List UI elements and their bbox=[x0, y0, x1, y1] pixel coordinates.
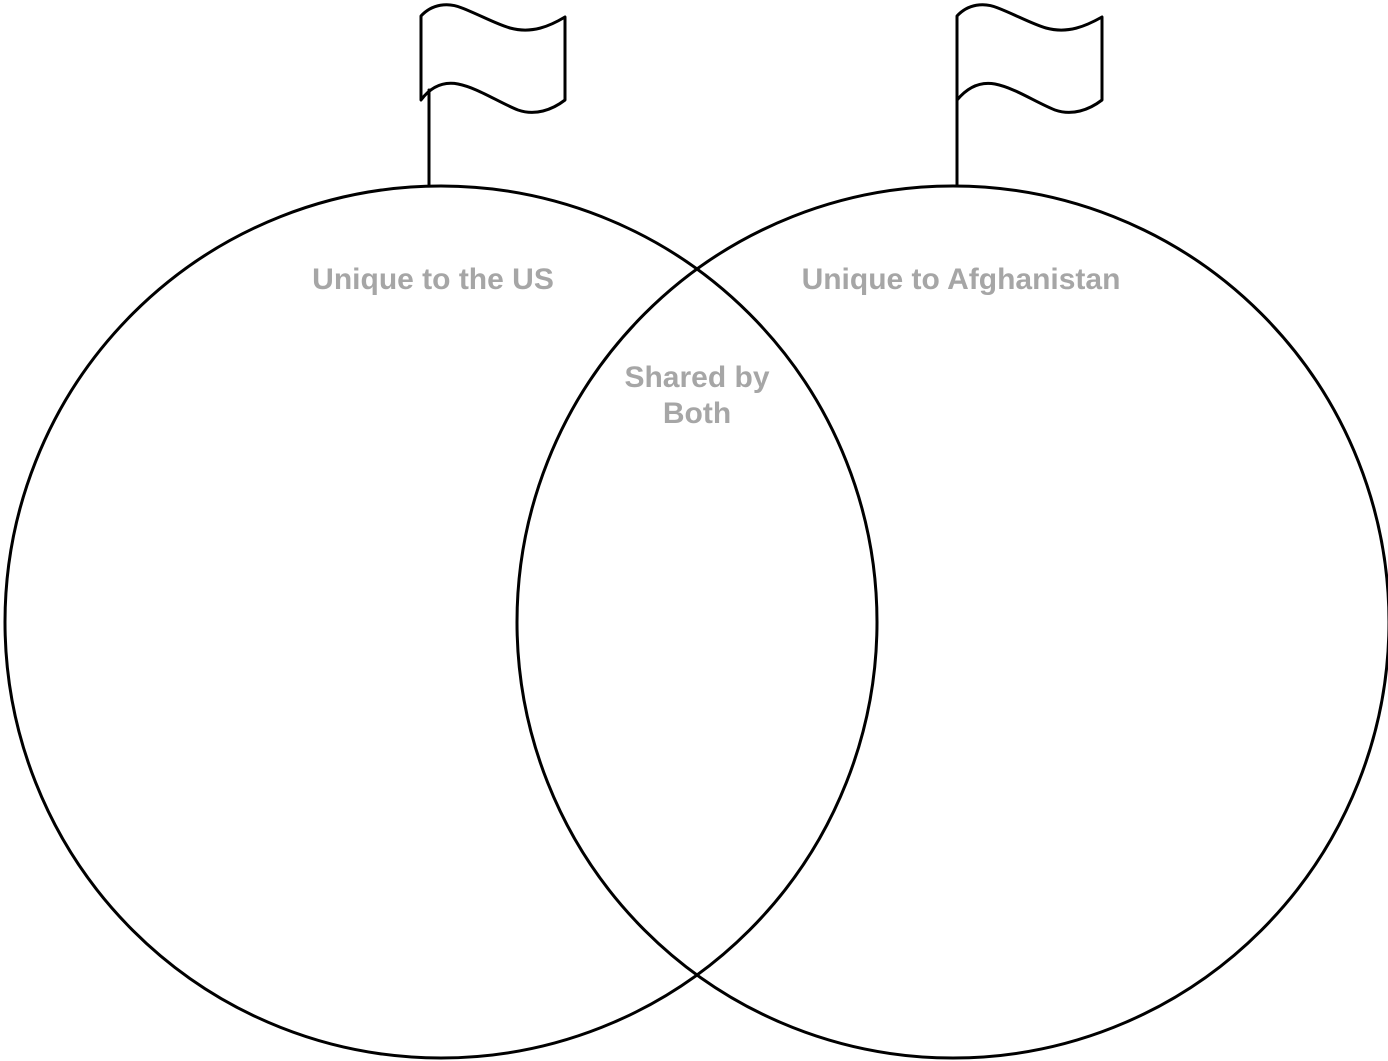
left-flag-icon bbox=[419, 3, 567, 188]
overlap-label: Shared by Both bbox=[624, 360, 769, 432]
right-flag-cloth bbox=[955, 3, 1104, 114]
right-flag-icon bbox=[955, 3, 1104, 188]
overlap-label-line-1: Shared by bbox=[624, 361, 770, 394]
right-set-label: Unique to Afghanistan bbox=[801, 263, 1121, 296]
left-set-label: Unique to the US bbox=[312, 263, 554, 296]
right-circle bbox=[515, 184, 1388, 1060]
overlap-label-line-2: Both bbox=[662, 397, 732, 430]
left-flag-cloth bbox=[419, 3, 567, 114]
left-circle bbox=[3, 184, 879, 1060]
